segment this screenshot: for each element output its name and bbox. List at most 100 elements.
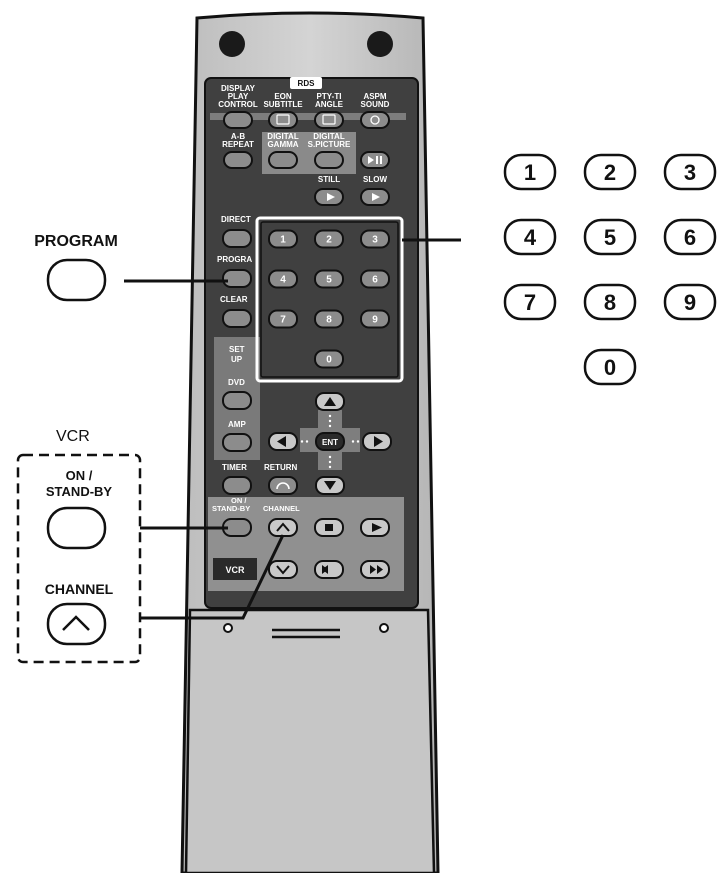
vcr-channel-up-button[interactable] <box>268 518 298 537</box>
label-timer: TIMER <box>222 463 247 472</box>
keypad-button-9[interactable] <box>360 309 390 329</box>
callout-digit-button-7 <box>503 283 557 321</box>
vcr-group-frame <box>16 453 142 664</box>
label-still: STILL <box>318 175 340 184</box>
label-clear: CLEAR <box>220 295 248 304</box>
play-pause-icon <box>368 156 374 164</box>
enter-button[interactable] <box>315 432 345 451</box>
channel-down-icon <box>276 565 290 575</box>
keypad-button-5[interactable] <box>314 269 344 289</box>
left-arrow-icon <box>277 436 286 447</box>
callout-digit-button-9 <box>663 283 717 321</box>
clear-button[interactable] <box>222 309 252 328</box>
keypad-button-4[interactable] <box>268 269 298 289</box>
label-standby-remote: STAND-BY <box>212 504 250 513</box>
vcr-badge <box>213 558 257 580</box>
angle-button[interactable] <box>314 111 344 129</box>
amp-button[interactable] <box>222 433 252 452</box>
keypad-button-2[interactable] <box>314 229 344 249</box>
direct-button[interactable] <box>222 229 252 248</box>
callout-standby-button <box>46 506 107 550</box>
cover-screw-right <box>379 623 389 633</box>
subtitle-button[interactable] <box>268 111 298 129</box>
label-direct: DIRECT <box>221 215 251 224</box>
keypad-digit-5: 5 <box>326 275 332 286</box>
play-pause-button[interactable] <box>360 151 390 169</box>
gamma-button[interactable] <box>268 151 298 169</box>
callout-digit-button-6 <box>663 218 717 256</box>
keypad-button-7[interactable] <box>268 309 298 329</box>
callout-digit-9: 9 <box>684 290 696 315</box>
keypad-digit-6: 6 <box>372 275 378 286</box>
label-display: DISPLAY <box>221 84 256 93</box>
callout-on-label: ON / <box>66 468 93 483</box>
callout-program-label: PROGRAM <box>34 233 118 250</box>
label-program-side: PROGRA <box>217 255 252 264</box>
keypad-button-0[interactable] <box>314 349 344 369</box>
keypad-highlight <box>255 216 404 383</box>
callout-digit-button-3 <box>663 153 717 191</box>
keypad-digit-1: 1 <box>280 235 286 246</box>
keypad-digit-3: 3 <box>372 235 378 246</box>
keypad-digit-8: 8 <box>326 315 332 326</box>
ffwd-icon <box>370 565 376 574</box>
play-icon <box>372 523 382 532</box>
label-channel-remote: CHANNEL <box>263 504 300 513</box>
subtitle-icon <box>276 114 290 125</box>
right-arrow-icon <box>374 436 383 447</box>
callout-digit-0: 0 <box>604 355 616 380</box>
ir-emitter-left <box>219 31 245 57</box>
ir-emitter-right <box>367 31 393 57</box>
dvd-button[interactable] <box>222 391 252 410</box>
timer-button[interactable] <box>222 476 252 495</box>
vcr-channel-down-button[interactable] <box>268 560 298 579</box>
label-amp: AMP <box>228 420 246 429</box>
callout-digit-4: 4 <box>524 225 537 250</box>
channel-up-icon <box>276 522 290 532</box>
rds-strip <box>210 113 406 120</box>
label-on-remote: ON / <box>231 496 247 505</box>
keypad-button-6[interactable] <box>360 269 390 289</box>
callout-digit-button-2 <box>583 153 637 191</box>
return-button[interactable] <box>268 476 298 495</box>
label-return: RETURN <box>264 463 298 472</box>
program-button[interactable] <box>222 269 252 288</box>
repeat-button[interactable] <box>223 151 253 169</box>
spicture-button[interactable] <box>314 151 344 169</box>
sound-button[interactable] <box>360 111 390 129</box>
keypad-digit-2: 2 <box>326 235 332 246</box>
keypad-button-1[interactable] <box>268 229 298 249</box>
label-control: CONTROL <box>218 100 258 109</box>
callout-digit-button-0 <box>583 348 637 386</box>
vcr-rewind-button[interactable] <box>314 560 344 579</box>
keypad-digit-9: 9 <box>372 315 378 326</box>
label-aspm: ASPM <box>363 92 386 101</box>
keypad-digit-4: 4 <box>280 275 286 286</box>
callout-digit-2: 2 <box>604 160 616 185</box>
callout-digit-5: 5 <box>604 225 616 250</box>
sound-icon <box>370 115 380 125</box>
label-subtitle: SUBTITLE <box>263 100 303 109</box>
keypad-button-3[interactable] <box>360 229 390 249</box>
callout-line-channel <box>140 534 285 620</box>
still-icon <box>327 193 335 201</box>
label-set: SET <box>229 345 245 354</box>
callout-digit-button-8 <box>583 283 637 321</box>
keypad-digit-0: 0 <box>326 355 332 366</box>
up-arrow-icon <box>324 397 336 406</box>
keypad-button-8[interactable] <box>314 309 344 329</box>
label-ab: A-B <box>231 132 245 141</box>
label-slow: SLOW <box>363 175 387 184</box>
label-pty-ti: PTY-TI <box>317 92 342 101</box>
label-digital-1: DIGITAL <box>267 132 299 141</box>
stop-icon <box>325 524 333 531</box>
angle-icon <box>322 114 336 125</box>
play-control-button[interactable] <box>223 111 253 129</box>
label-dvd: DVD <box>228 378 245 387</box>
callout-channel-up-icon <box>62 615 90 631</box>
return-icon <box>276 482 290 490</box>
label-digital-2: DIGITAL <box>313 132 345 141</box>
label-gamma: GAMMA <box>267 140 298 149</box>
